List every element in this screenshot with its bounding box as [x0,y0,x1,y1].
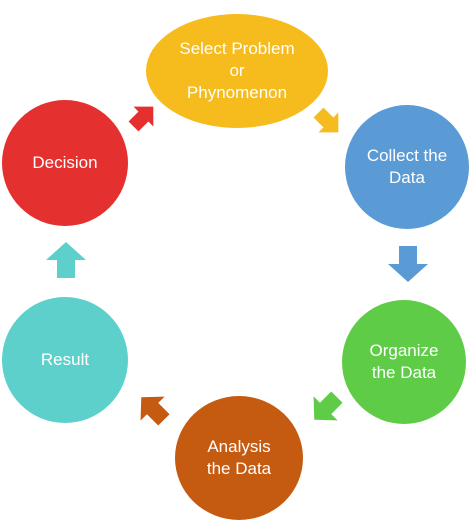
node-organize-data: Organize the Data [342,300,466,424]
arrow-analysis-to-result [140,396,170,426]
arrow-collect-to-organize [388,246,428,282]
node-select-problem-label-line1: Select Problem [179,39,295,58]
node-result: Result [2,297,128,423]
node-analysis-data-label-line1: Analysis [207,437,271,456]
node-collect-data-label-line1: Collect the [366,146,448,165]
node-decision: Decision [2,100,128,226]
arrow-decision-to-select [128,106,154,132]
node-result-label: Result [40,350,90,369]
arrow-organize-to-analysis [313,391,343,421]
arrow-result-to-decision [46,242,86,278]
node-organize-data-label-line1: Organize [369,341,439,360]
node-select-problem-label-line3: Phynomenon [186,83,288,102]
node-analysis-data-label-line2: the Data [206,459,272,478]
node-select-problem: Select Problem or Phynomenon [146,14,328,128]
node-analysis-data: Analysis the Data [175,396,303,520]
node-collect-data-label-line2: Data [389,168,425,187]
arrow-select-to-collect [313,107,339,133]
node-organize-data-label-line2: the Data [371,363,437,382]
node-decision-label: Decision [32,153,98,172]
node-select-problem-label-line2: or [229,61,245,80]
node-collect-data: Collect the Data [345,105,469,229]
